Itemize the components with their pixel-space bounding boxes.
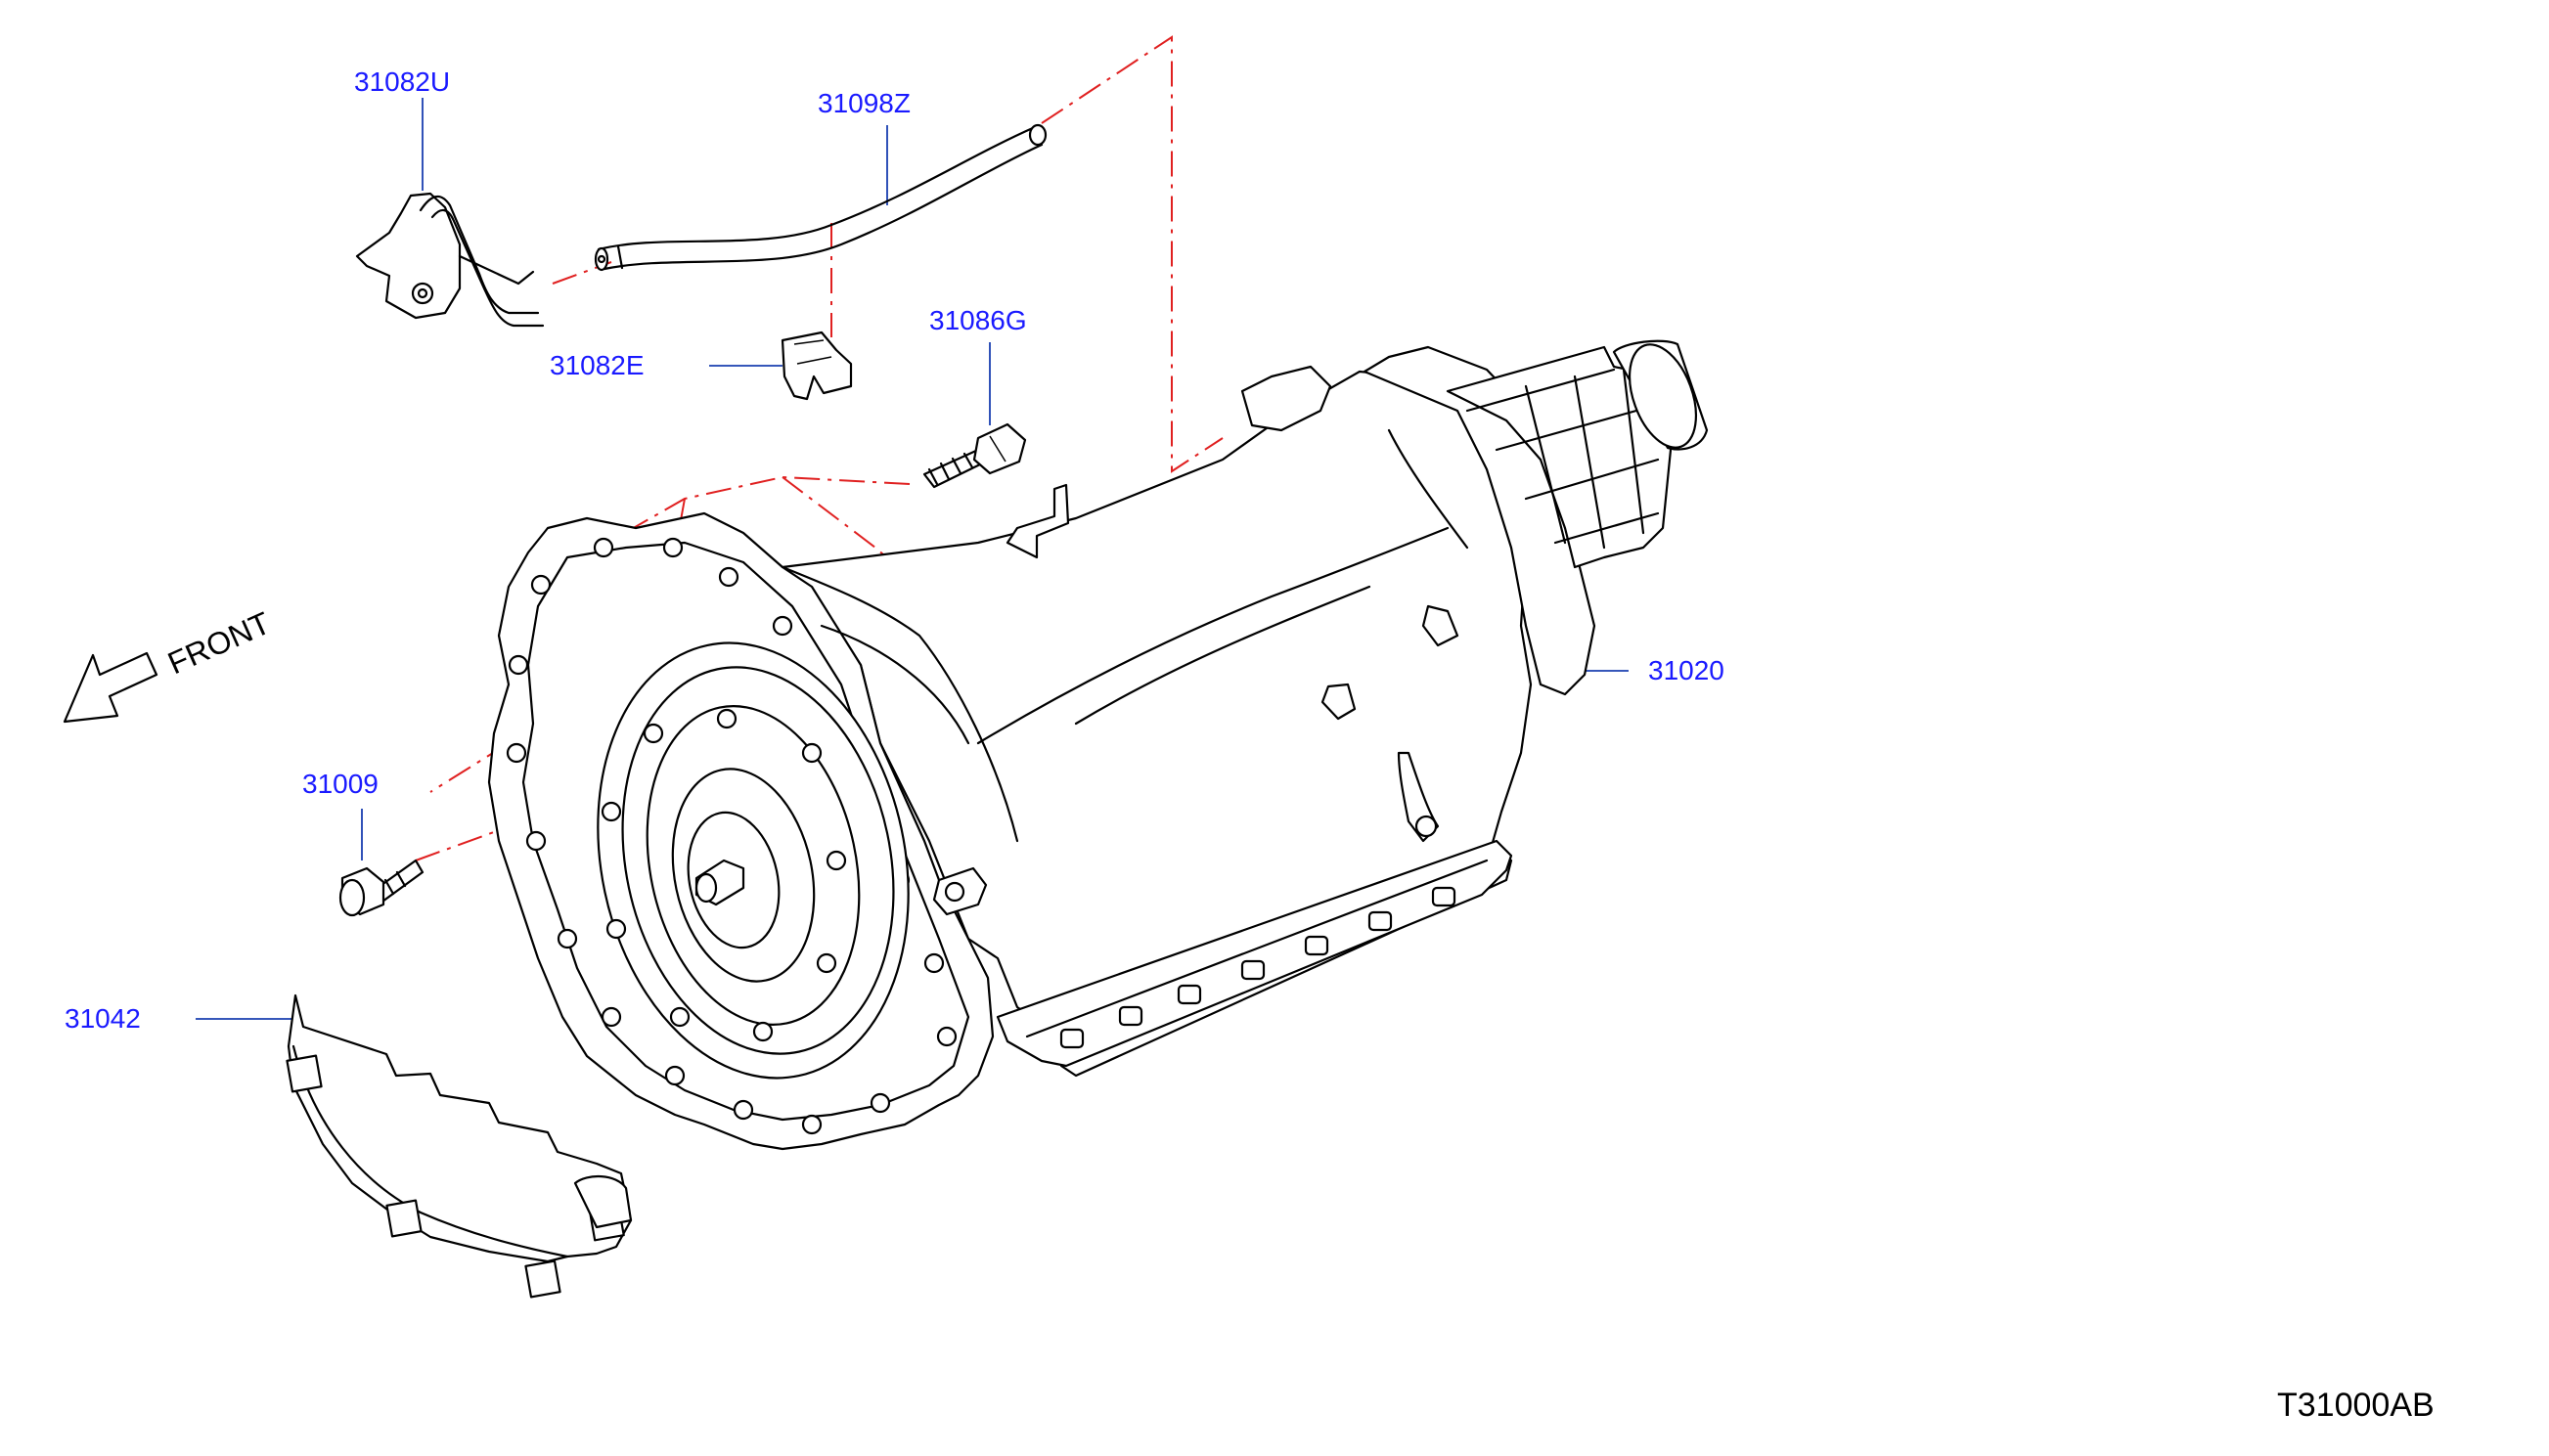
callout-31082u[interactable]: 31082U bbox=[354, 66, 451, 97]
oil-pan-bolts bbox=[1059, 886, 1456, 1049]
front-arrow-icon bbox=[63, 651, 158, 724]
cover-31042 bbox=[286, 993, 633, 1299]
front-label: FRONT bbox=[162, 605, 275, 682]
callout-31020[interactable]: 31020 bbox=[1648, 655, 1724, 685]
clip-31082e bbox=[781, 331, 853, 401]
transmission-31020 bbox=[487, 339, 1709, 1151]
bolt-31086g bbox=[922, 422, 1027, 489]
converter-studs bbox=[601, 708, 847, 1042]
leader-lines bbox=[196, 98, 1629, 1020]
diagram-code: T31000AB bbox=[2277, 1387, 2435, 1424]
torque-converter bbox=[597, 641, 910, 1080]
bracket-31082u bbox=[355, 192, 545, 328]
callout-31086g[interactable]: 31086G bbox=[929, 305, 1027, 335]
callout-31098z[interactable]: 31098Z bbox=[818, 88, 911, 118]
callout-31042[interactable]: 31042 bbox=[65, 1003, 141, 1034]
bolt-31009 bbox=[338, 859, 425, 917]
callout-31082e[interactable]: 31082E bbox=[550, 350, 645, 380]
breather-hose-31098z bbox=[594, 123, 1048, 272]
callout-31009[interactable]: 31009 bbox=[302, 769, 379, 799]
